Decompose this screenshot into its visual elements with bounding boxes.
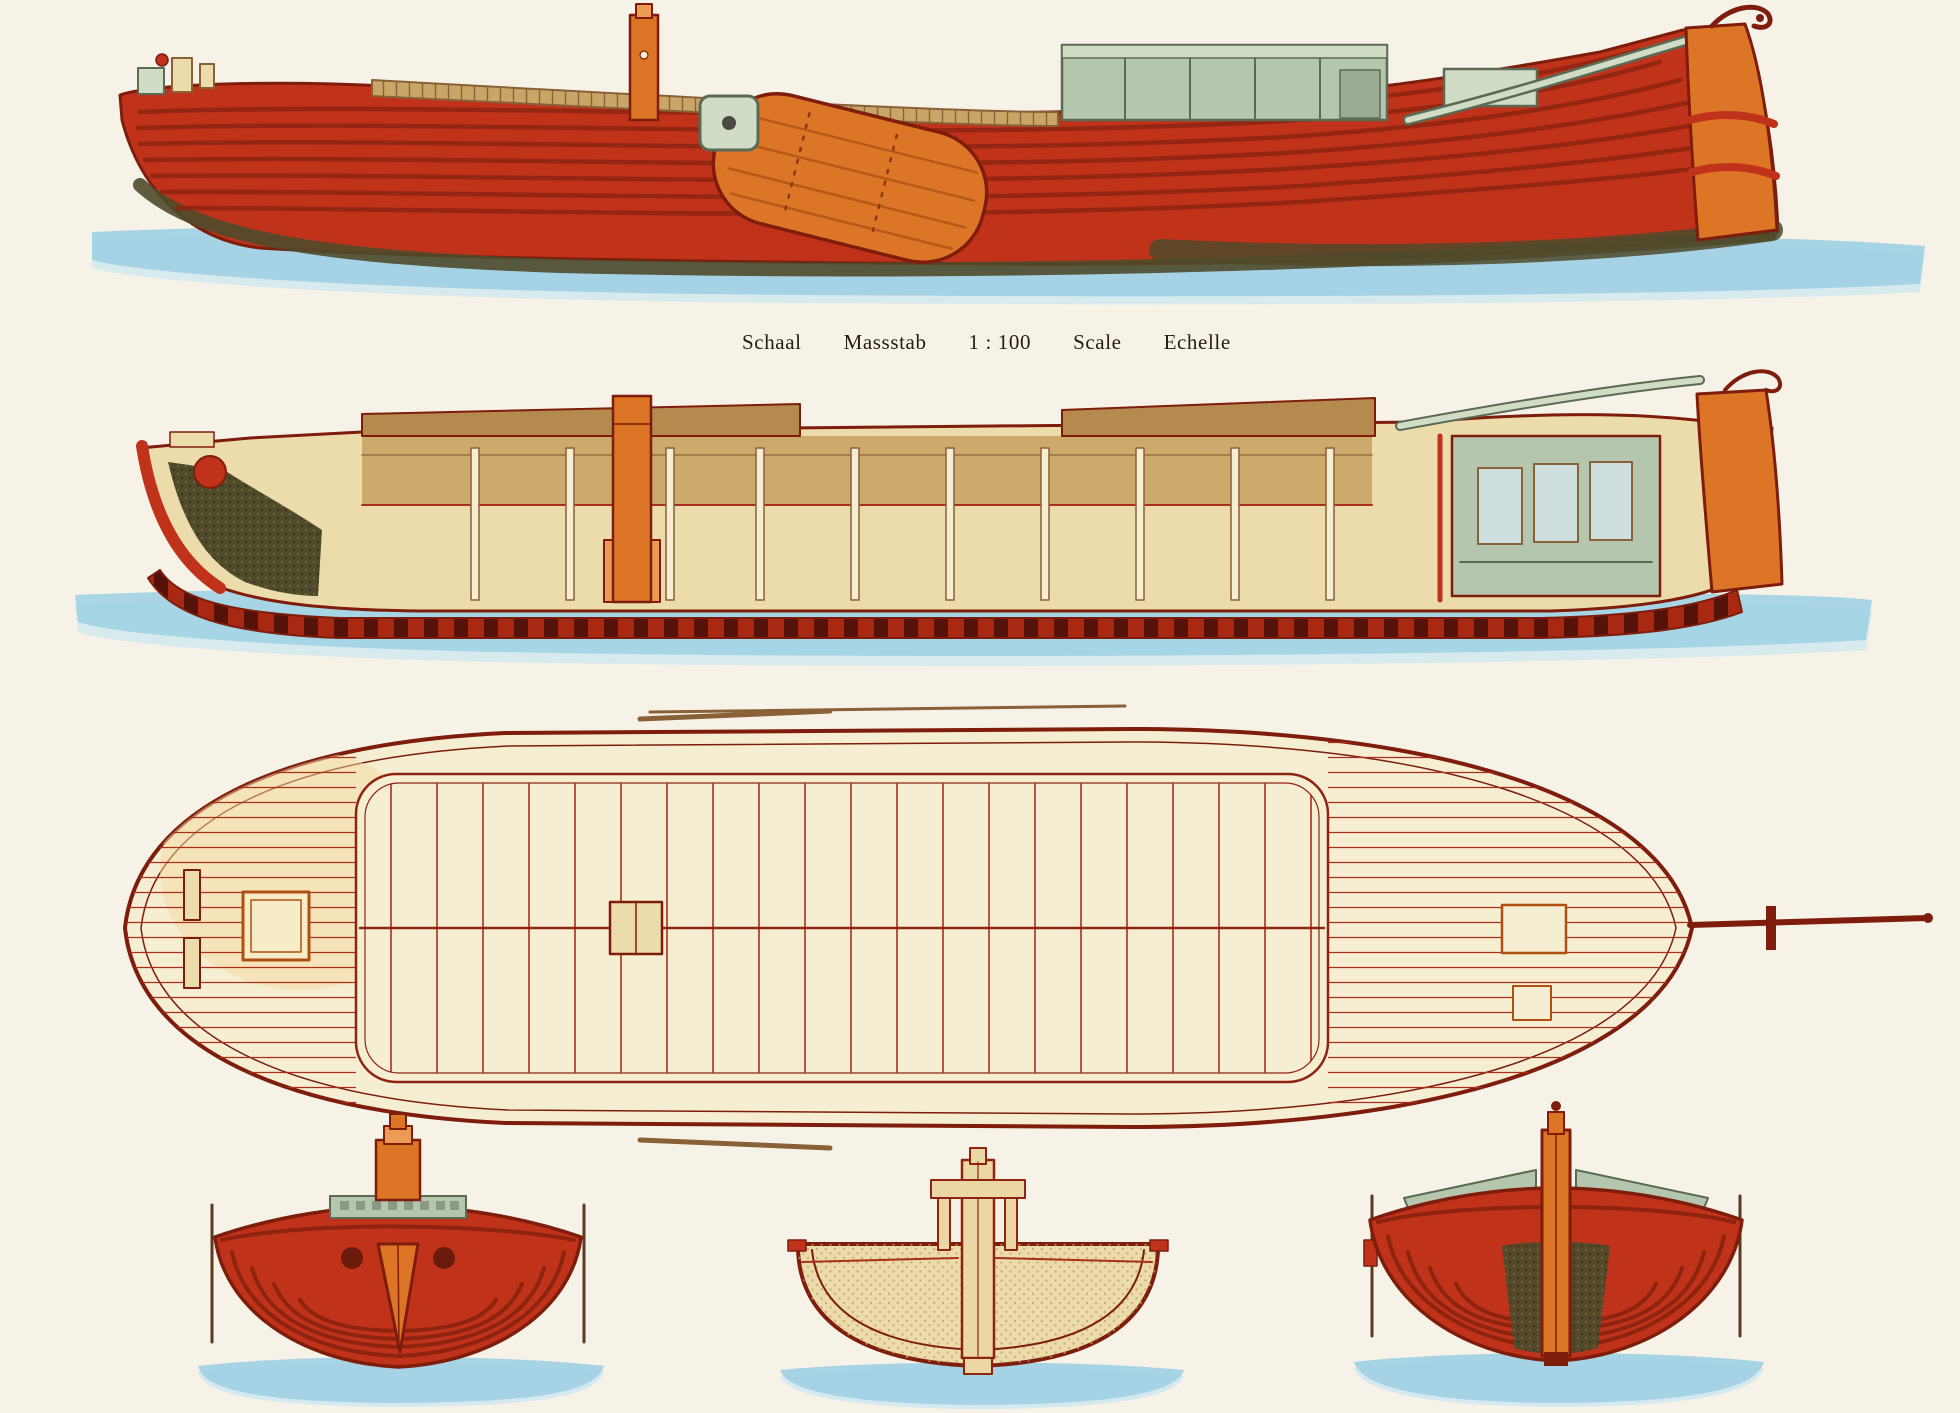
side-elevation-view	[92, 3, 1925, 305]
stern-hatches	[1500, 903, 1568, 1021]
spar	[637, 1137, 833, 1151]
bow-interior-shadow	[168, 462, 322, 596]
aft-cabin-interior	[1437, 433, 1662, 603]
scale-caption-word: Schaal	[742, 330, 802, 354]
deckhouse	[1060, 43, 1389, 122]
scale-caption: Schaal Massstab 1 : 100 Scale Echelle	[742, 330, 1231, 355]
scale-caption-word: Massstab	[843, 330, 927, 354]
foredeck-planking	[125, 740, 356, 1120]
hold-coaming-aft	[1061, 397, 1376, 437]
bow-stem-red	[136, 440, 226, 594]
tiller-section	[1397, 377, 1703, 429]
keel-section	[963, 1357, 993, 1375]
scale-caption-word: Echelle	[1163, 330, 1231, 354]
hawse-hole	[433, 1247, 455, 1269]
leeboard-bracket	[698, 94, 760, 152]
mast-section	[603, 394, 661, 604]
tiller	[1405, 37, 1691, 123]
hawse-hole	[341, 1247, 363, 1269]
bow-windlass	[137, 53, 215, 95]
rim-cap	[1149, 1239, 1169, 1252]
deck-beam-frame	[930, 1179, 1026, 1251]
cargo-hold-plan	[354, 772, 1330, 1084]
water-shadow	[198, 1357, 604, 1403]
scale-caption-word: 1 : 100	[968, 330, 1032, 354]
windlass-plan	[183, 869, 201, 989]
water-shadow	[780, 1362, 1184, 1405]
leeboard	[711, 91, 989, 265]
windlass-drum	[193, 455, 227, 489]
stern-rudder-head	[1684, 4, 1780, 242]
rim-cap	[787, 1239, 807, 1252]
bow-elevation-view	[198, 1113, 604, 1407]
samson-post	[374, 1113, 422, 1202]
hold-stanchions	[470, 447, 1335, 601]
stern-scroll-ornament	[1709, 4, 1773, 30]
stern-keel	[1544, 1352, 1568, 1366]
scale-caption-word: Scale	[1073, 330, 1122, 354]
mast-partner	[608, 900, 664, 956]
bow-beam	[169, 431, 215, 448]
stern-rudder-head-section	[1695, 369, 1784, 594]
mast	[628, 3, 660, 122]
longitudinal-section-view	[75, 369, 1872, 666]
spar	[637, 708, 833, 722]
water-shadow	[1354, 1353, 1764, 1403]
bow-hatch	[241, 890, 311, 962]
keel-timbers	[147, 569, 1743, 639]
stern-elevation-view	[1354, 1101, 1764, 1407]
midship-section-view	[780, 1147, 1184, 1409]
tiller-pole	[1687, 906, 1933, 950]
deck-plan-view	[123, 704, 1933, 1151]
ceiling-planking	[362, 436, 1372, 505]
strake-lines	[135, 47, 1758, 216]
rudder-post	[1540, 1101, 1572, 1358]
hold-coaming-fore	[361, 403, 801, 437]
spar	[648, 704, 1127, 714]
